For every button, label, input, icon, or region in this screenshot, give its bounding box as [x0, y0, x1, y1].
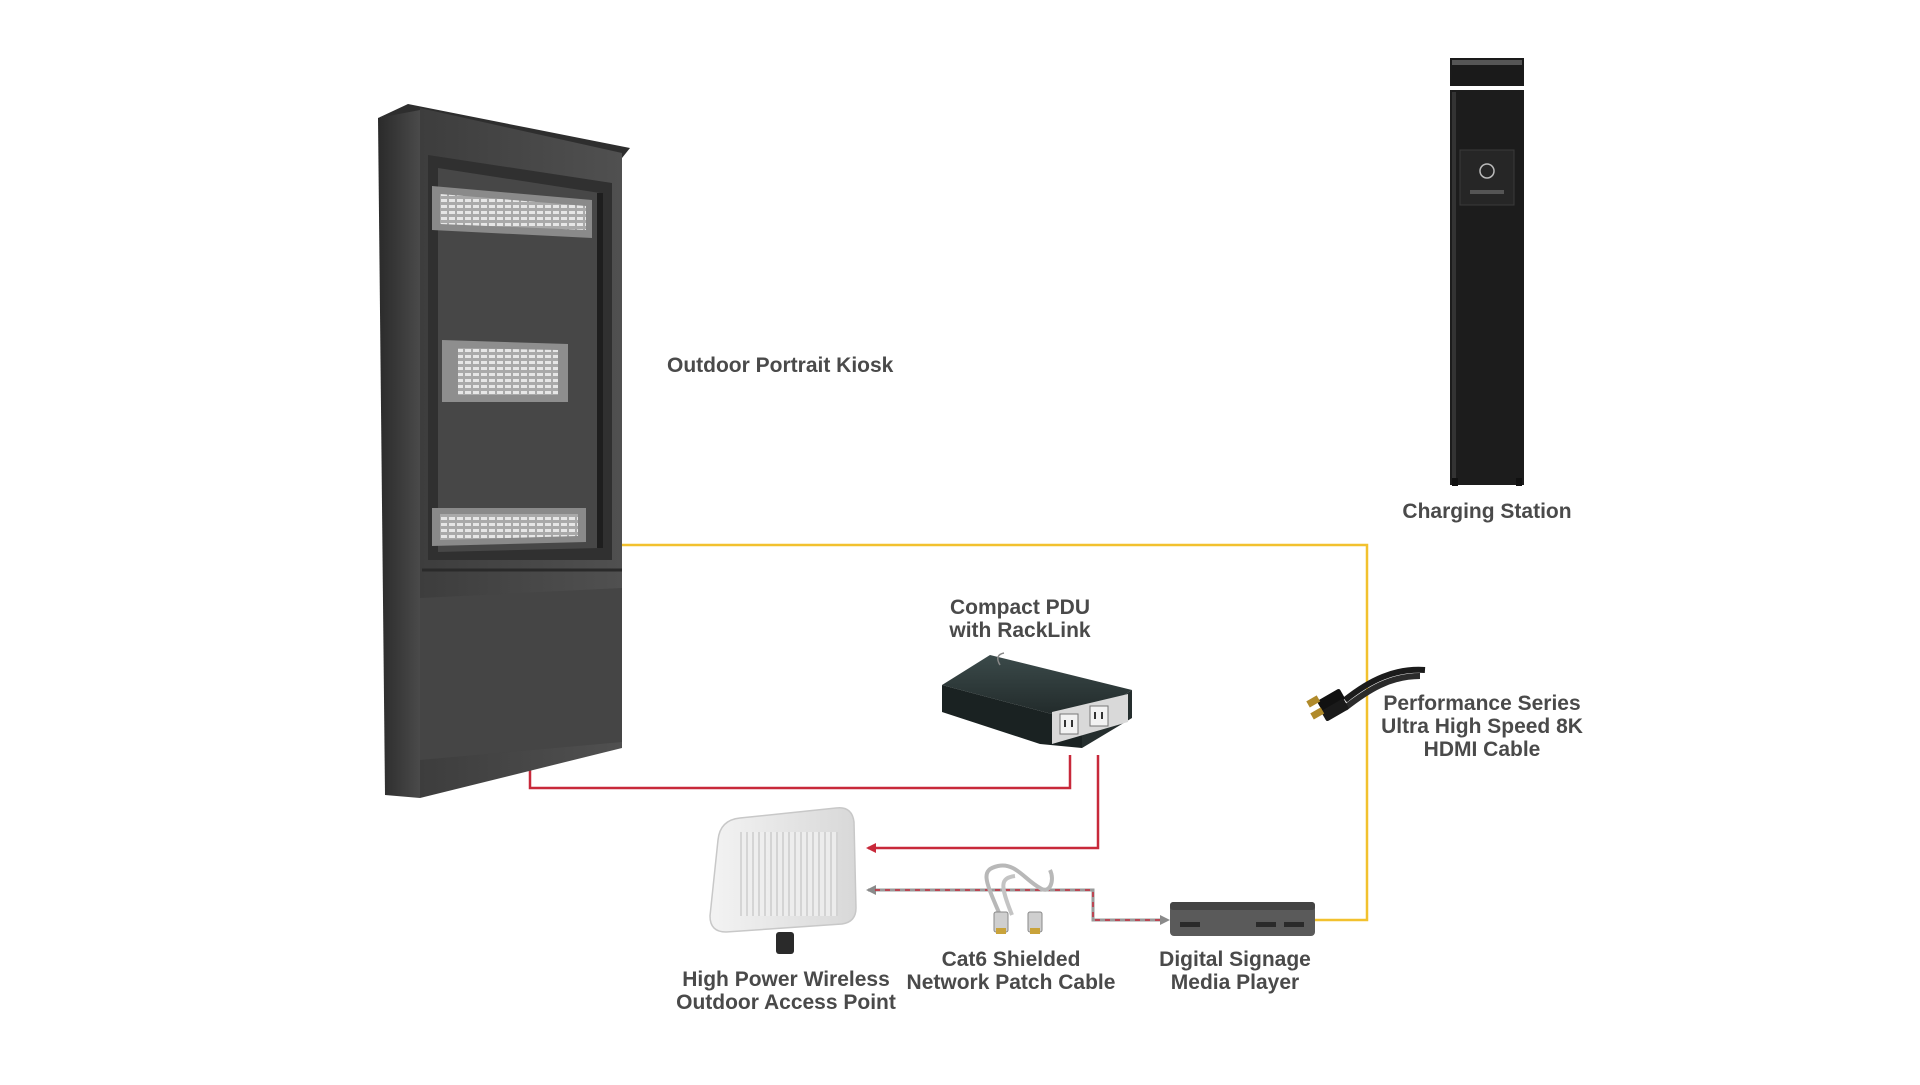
hdmi-connection-line — [622, 543, 1369, 922]
access-point-label: High Power Wireless Outdoor Access Point — [676, 968, 896, 1014]
network-patch-cable-icon — [984, 863, 1054, 934]
power-line-to-access-point — [866, 755, 1100, 853]
hdmi-cable-label: Performance Series Ultra High Speed 8K H… — [1381, 692, 1583, 761]
kiosk-label: Outdoor Portrait Kiosk — [667, 354, 894, 377]
wireless-access-point-icon — [709, 807, 857, 954]
compact-pdu-icon — [942, 652, 1132, 748]
hdmi-cable-icon — [1306, 666, 1426, 721]
charging-station-label: Charging Station — [1402, 500, 1572, 523]
network-line-dash-overlay — [875, 889, 1160, 921]
outdoor-kiosk-enclosure-icon — [378, 104, 630, 798]
cat6-cable-label: Cat6 Shielded Network Patch Cable — [906, 948, 1116, 994]
network-line-to-access-point — [866, 885, 1160, 922]
charging-station-tower-icon — [1450, 58, 1524, 486]
media-player-label: Digital Signage Media Player — [1159, 948, 1311, 994]
pdu-label: Compact PDU with RackLink — [949, 596, 1091, 642]
media-player-icon — [1170, 902, 1315, 936]
network-line-arrow-to-player — [1160, 915, 1170, 925]
